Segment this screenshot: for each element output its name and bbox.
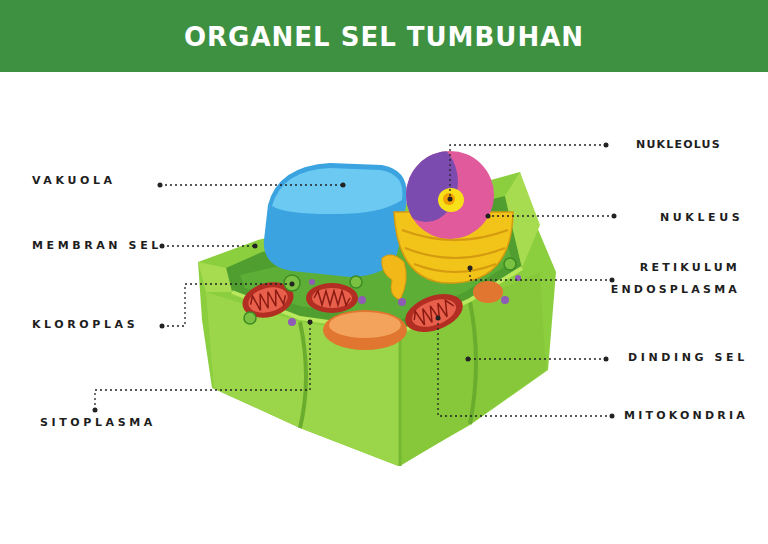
leader-lines — [95, 145, 614, 416]
leader-line — [162, 245, 255, 246]
leader-dot — [93, 408, 98, 413]
vesicles — [288, 275, 521, 326]
leader-dot — [448, 197, 453, 202]
nucleus — [394, 142, 494, 239]
leader-dot — [612, 214, 617, 219]
cristae — [249, 288, 288, 313]
golgi-body — [323, 310, 407, 350]
leader-dot — [486, 214, 491, 219]
leader-dot — [468, 266, 473, 271]
chloroplast — [284, 275, 300, 291]
leader-dot — [604, 143, 609, 148]
wall-fold — [399, 336, 402, 466]
chloroplast — [350, 276, 362, 288]
wall-face — [400, 272, 546, 466]
chloroplast — [504, 258, 516, 270]
wall-corner — [198, 262, 232, 292]
leader-dot — [158, 183, 163, 188]
vesicle — [309, 279, 315, 285]
cristae — [314, 291, 350, 305]
part-label: NUKLEOLUS — [636, 134, 764, 156]
leader-dot — [610, 414, 615, 419]
leader-dot — [610, 278, 615, 283]
part-label: DINDING SEL — [628, 347, 766, 369]
cristae — [412, 298, 457, 327]
vacuole-top — [272, 168, 403, 214]
leader-dot — [436, 316, 441, 321]
vesicle — [288, 318, 296, 326]
title-band — [0, 0, 768, 72]
mitochondrion — [400, 287, 468, 339]
leader-dot — [308, 320, 313, 325]
leader-line — [488, 215, 614, 216]
leader-dot — [290, 282, 295, 287]
golgi-top — [329, 312, 401, 338]
leader-dot — [160, 324, 165, 329]
mitochondrion-inner — [312, 288, 352, 308]
nucleolus-core — [443, 193, 455, 205]
leader-dot — [466, 357, 471, 362]
mitochondria — [238, 277, 468, 339]
diagram-title: ORGANEL SEL TUMBUHAN — [0, 21, 768, 53]
leader-dot — [341, 183, 346, 188]
part-label: KLOROPLAS — [32, 314, 232, 336]
vesicle — [398, 298, 406, 306]
vesicle — [501, 296, 509, 304]
part-label: SITOPLASMA — [40, 412, 240, 434]
leader-line — [160, 184, 343, 185]
mitochondrion — [306, 283, 358, 313]
leader-line — [450, 145, 606, 199]
leader-dot — [604, 357, 609, 362]
leader-dots — [93, 143, 617, 419]
wall-fold — [470, 302, 476, 424]
golgi-body — [473, 281, 503, 303]
part-label: MITOKONDRIA — [624, 405, 766, 427]
leader-line — [95, 322, 310, 410]
vesicle — [358, 296, 366, 304]
chloroplasts — [244, 258, 516, 324]
part-label: MEMBRAN SEL — [32, 235, 232, 257]
nucleolus — [438, 188, 464, 212]
golgi — [323, 281, 503, 350]
leader-line — [468, 358, 606, 359]
part-label: VAKUOLA — [32, 170, 232, 192]
leader-line — [470, 268, 612, 280]
part-label: NUKLEUS — [660, 207, 766, 229]
leader-dot — [253, 244, 258, 249]
mitochondrion-inner — [408, 294, 459, 332]
part-label: RETIKULUM ENDOSPLASMA — [598, 257, 740, 301]
wall-fold — [300, 322, 306, 428]
leader-line — [438, 318, 612, 416]
chloroplast — [244, 312, 256, 324]
leader-line — [162, 284, 292, 326]
er-sheet — [382, 255, 407, 300]
